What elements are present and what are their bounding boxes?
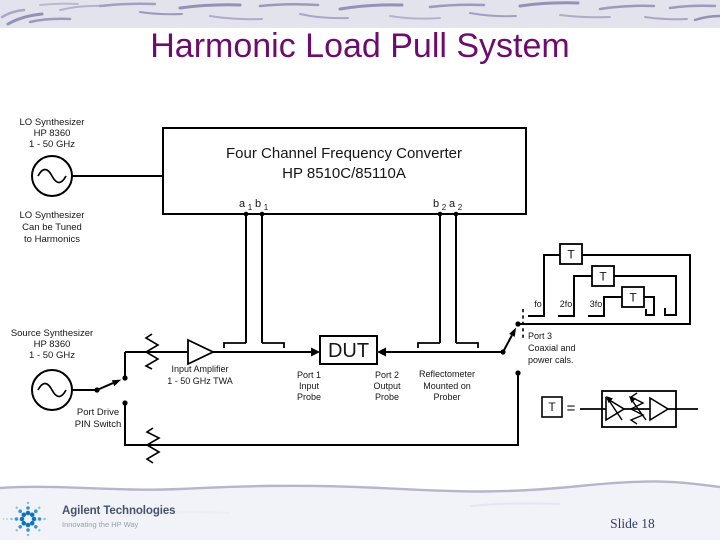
- port1-line3: Probe: [297, 392, 321, 402]
- port3-line3: power cals.: [528, 355, 574, 365]
- tuner-box-3fo: [621, 286, 645, 308]
- main-signal-path: [124, 351, 503, 378]
- reflectometer-line1: Reflectometer: [419, 369, 475, 379]
- pin-switch-arrowhead: [111, 379, 122, 387]
- port-label-a1-sub: 1: [248, 203, 253, 212]
- lo-synth-line1: LO Synthesizer: [20, 117, 85, 128]
- 2fo-loop: [558, 275, 677, 317]
- lo-synth-line2: HP 8360: [34, 128, 71, 139]
- port3-line2: Coaxial and: [528, 343, 576, 353]
- brand-name: Agilent Technologies: [62, 505, 176, 517]
- bottom-wave-line: [0, 480, 720, 493]
- tuner-t-label-3: T: [629, 291, 637, 305]
- dut-box: DUT: [319, 335, 378, 365]
- source-labels: Source Synthesizer HP 8360 1 - 50 GHz Po…: [11, 328, 121, 430]
- tuner-box-2fo: [591, 265, 615, 287]
- port-label-b1-sub: 1: [264, 203, 269, 212]
- coupler-probe-lines: [223, 216, 479, 348]
- fo-loop: [518, 254, 691, 325]
- source-synth-line1: Source Synthesizer: [11, 328, 93, 339]
- port3-line1: Port 3: [528, 331, 552, 341]
- legend-t-label: T: [548, 400, 556, 414]
- converter-port-labels: a 1 b 1 b 2 a 2: [239, 198, 463, 212]
- reflectometer-line2: Mounted on: [423, 381, 471, 391]
- port2-line2: Output: [373, 381, 401, 391]
- sine-wave-icon: [37, 382, 67, 398]
- coupler-foot-a2: [456, 342, 479, 348]
- input-amplifier-icon: [187, 338, 216, 366]
- harmonic-frequency-labels: fo 2fo 3fo: [534, 299, 602, 309]
- tuner-t-label-2: T: [599, 270, 607, 284]
- switch-arm: [502, 334, 513, 353]
- fo-label: fo: [534, 299, 542, 309]
- port1-line2: Input: [299, 381, 320, 391]
- bottom-decoration-band: [0, 480, 720, 540]
- port3-switch: [500, 309, 524, 376]
- lo-synthesizer-source: [31, 155, 163, 197]
- coupler-foot-b2: [417, 342, 440, 348]
- bottom-band-fill: [0, 481, 720, 540]
- port-label-a1: a: [239, 198, 246, 210]
- 3fo-label: 3fo: [590, 299, 603, 309]
- reflectometer-line3: Prober: [433, 392, 460, 402]
- switch-arrowhead: [509, 327, 517, 337]
- agilent-spark-icon: [2, 501, 46, 537]
- pin-switch-arm: [96, 382, 114, 391]
- slide-title: Harmonic Load Pull System: [150, 27, 570, 65]
- lo-synth-line3: 1 - 50 GHz: [29, 139, 75, 150]
- source-synthesizer: [31, 369, 114, 411]
- input-amp-line1: Input Amplifier: [171, 364, 228, 374]
- lo-note-line2: Can be Tuned: [22, 222, 82, 233]
- harmonic-tuner-network: [518, 243, 691, 325]
- coupler-foot-b1: [262, 342, 285, 348]
- pin-switch-line1: Port Drive: [77, 407, 119, 418]
- input-amp-line2: 1 - 50 GHz TWA: [167, 376, 233, 386]
- slide-number: Slide 18: [610, 516, 655, 531]
- tuner-t-label-1: T: [567, 248, 575, 262]
- path-captions: Input Amplifier 1 - 50 GHz TWA Port 1 In…: [167, 364, 475, 402]
- pin-switch-line2: PIN Switch: [75, 419, 121, 430]
- port-label-a2: a: [449, 198, 456, 210]
- converter-port-dots: [243, 211, 459, 217]
- 3fo-loop: [588, 296, 655, 317]
- lo-note-line1: LO Synthesizer: [20, 210, 85, 221]
- converter-line1: Four Channel Frequency Converter: [226, 145, 462, 162]
- tuner-box-fo: [559, 243, 583, 265]
- converter-line2: HP 8510C/85110A: [282, 165, 406, 182]
- port2-line3: Probe: [375, 392, 399, 402]
- brand-tagline: Innovating the HP Way: [62, 520, 139, 529]
- arrow-into-dut-right: [377, 347, 386, 357]
- pin-switch-dots: [94, 375, 128, 393]
- port1-line1: Port 1: [297, 370, 321, 380]
- lo-synthesizer-label: LO Synthesizer HP 8360 1 - 50 GHz LO Syn…: [20, 117, 85, 245]
- frequency-converter-box: Four Channel Frequency Converter HP 8510…: [162, 127, 527, 215]
- agilent-logo: Agilent Technologies Innovating the HP W…: [62, 505, 176, 529]
- port-label-b2-sub: 2: [442, 203, 447, 212]
- 2fo-label: 2fo: [560, 299, 573, 309]
- tuner-box-labels: T T T: [567, 248, 637, 305]
- top-decoration-band: [0, 0, 720, 28]
- source-synth-line3: 1 - 50 GHz: [29, 350, 75, 361]
- coupler-foot-a1: [223, 342, 246, 348]
- legend-t-box: [541, 396, 563, 418]
- port-label-b2: b: [433, 198, 439, 210]
- lower-return-path: [122, 373, 519, 464]
- attenuator-upper-icon: [144, 333, 160, 370]
- port-label-a2-sub: 2: [458, 203, 463, 212]
- dut-label: DUT: [328, 340, 369, 362]
- port2-line1: Port 2: [375, 370, 399, 380]
- source-synth-line2: HP 8360: [34, 339, 71, 350]
- top-band-strokes: [0, 1, 720, 26]
- attenuator-lower-icon: [145, 427, 161, 464]
- sine-wave-icon: [37, 168, 67, 184]
- tuner-legend: T =: [541, 390, 698, 428]
- port3-note: Port 3 Coaxial and power cals.: [528, 331, 576, 365]
- legend-equals: =: [567, 400, 576, 417]
- legend-amp-icon: [649, 396, 670, 422]
- lo-note-line3: to Harmonics: [24, 234, 80, 245]
- arrow-into-dut-left: [311, 347, 320, 357]
- port-label-b1: b: [255, 198, 261, 210]
